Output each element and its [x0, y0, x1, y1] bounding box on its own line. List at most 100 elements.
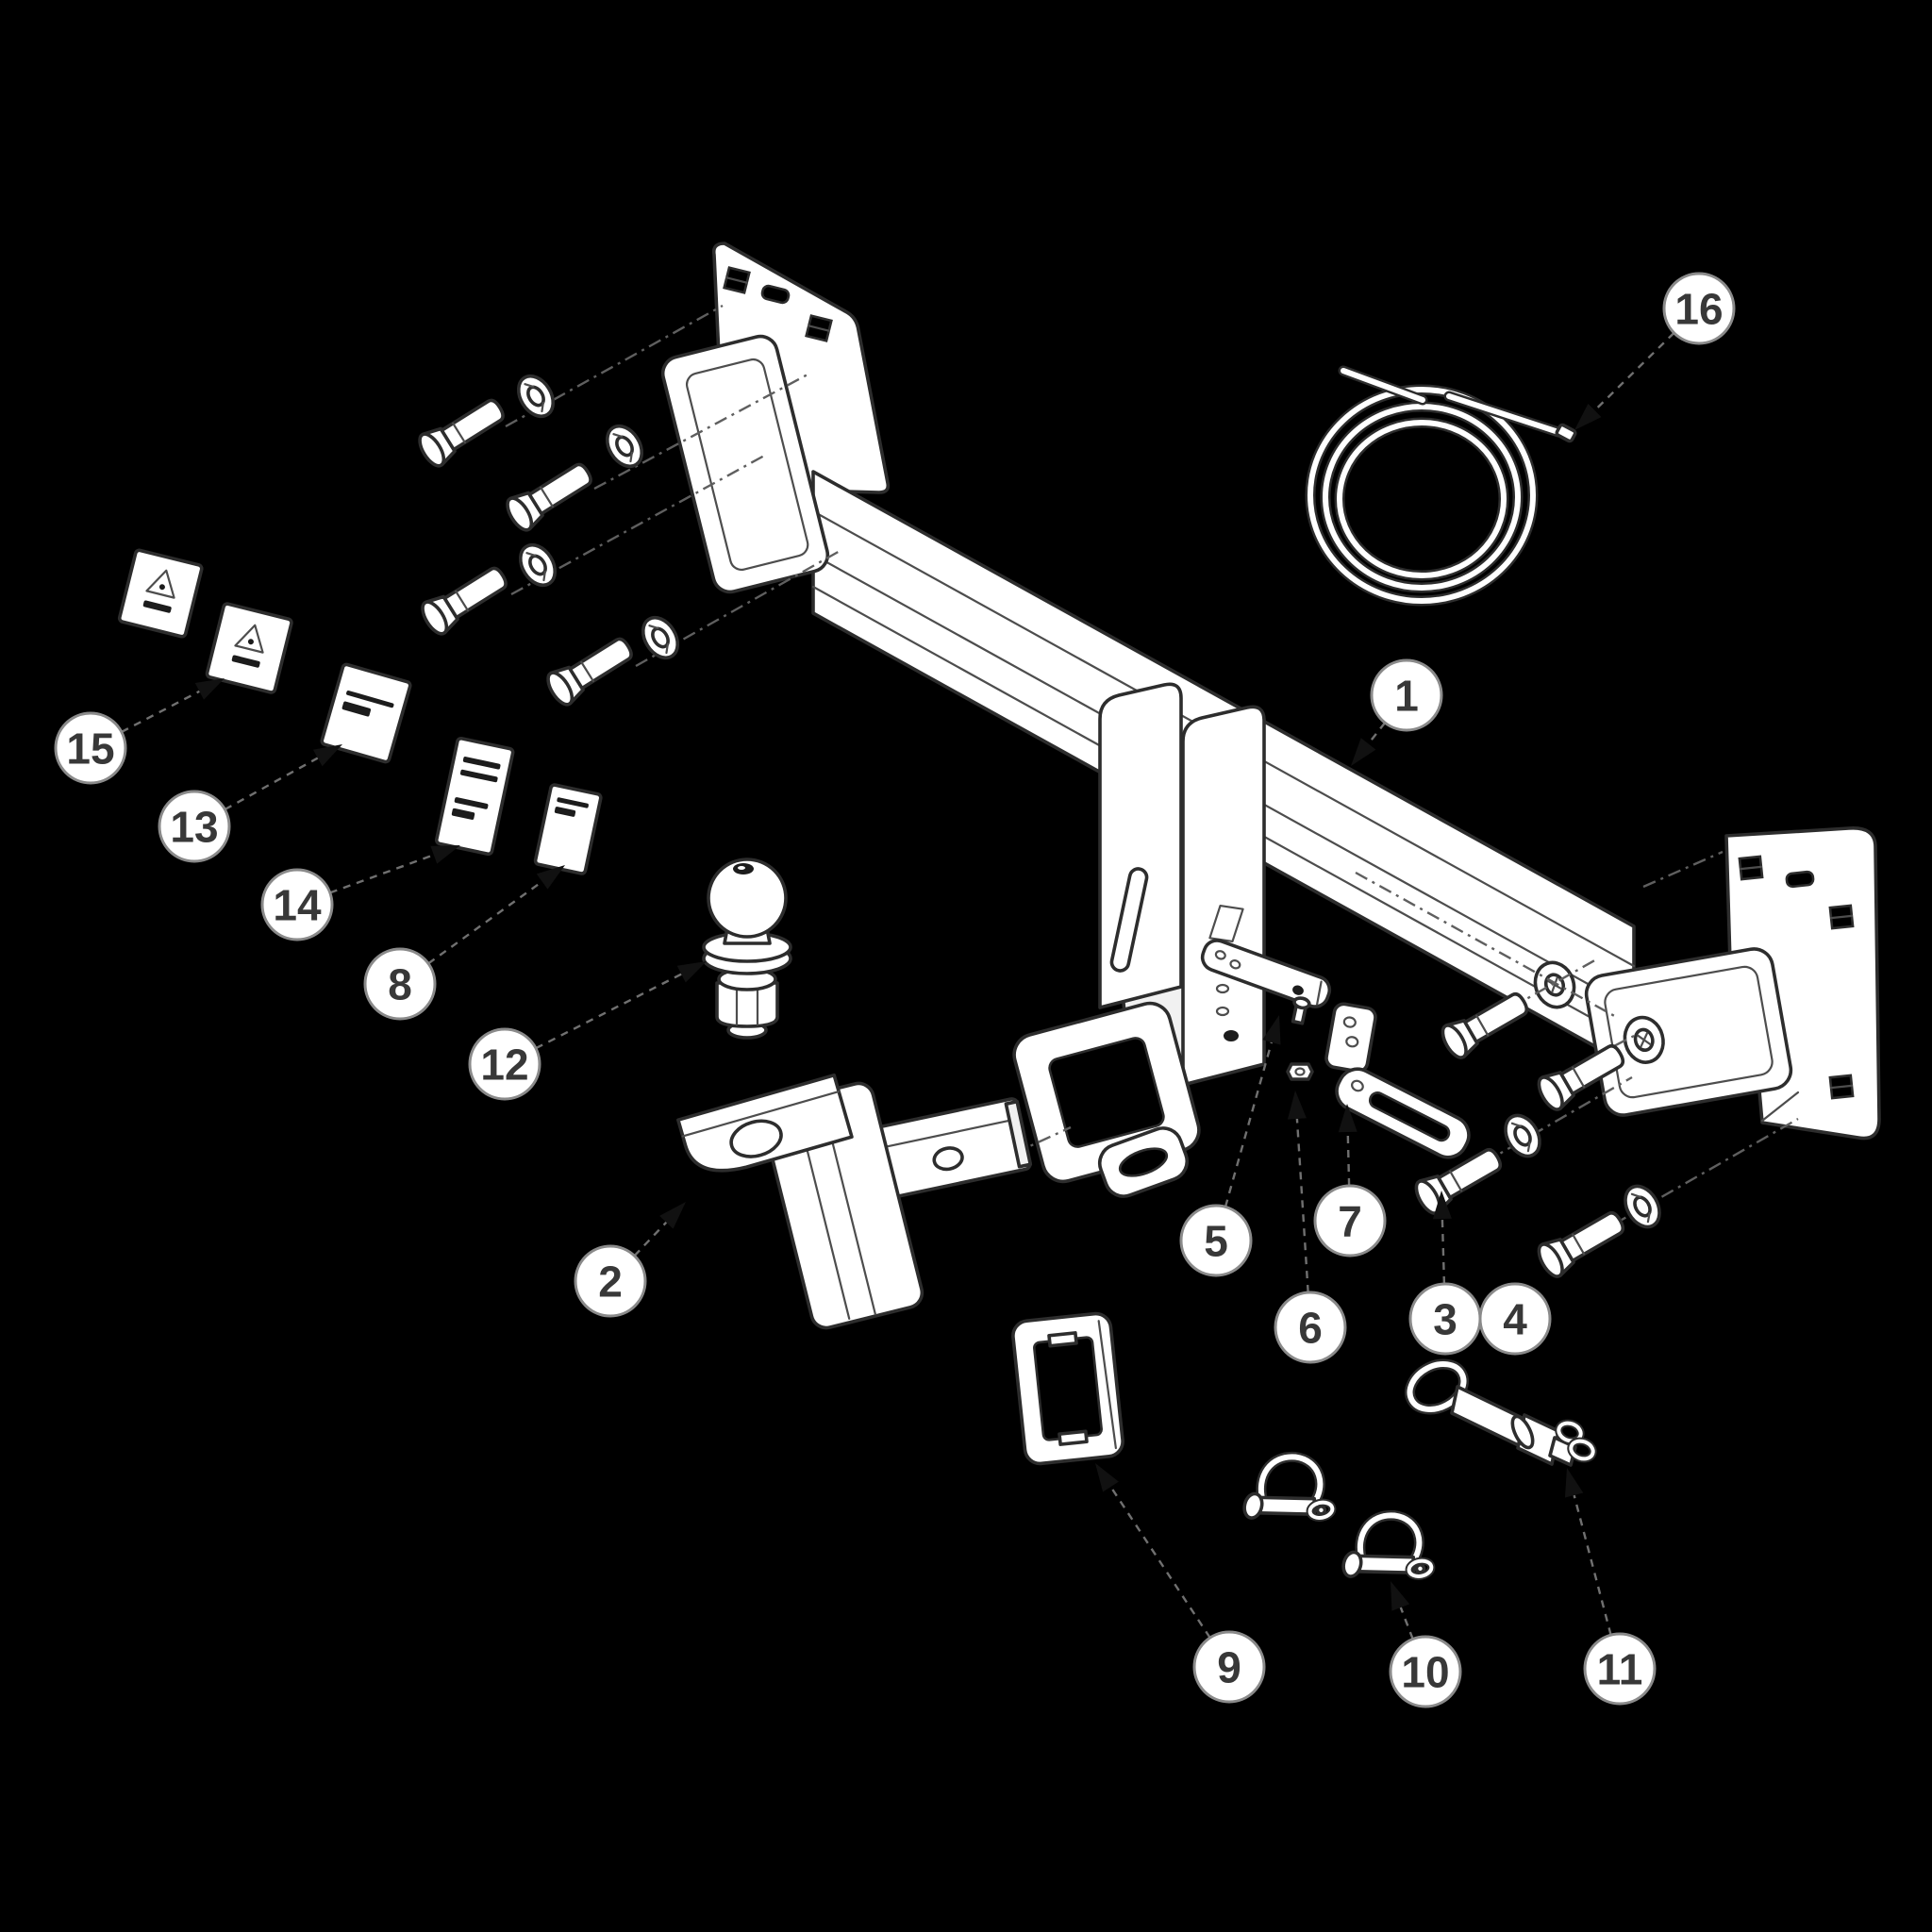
small-label	[533, 783, 603, 875]
callout-circle-2-ball-mount	[574, 1244, 647, 1318]
right-end-box	[1584, 947, 1793, 1117]
small-nut	[1286, 1062, 1314, 1081]
leader-arrow-6	[1287, 1091, 1307, 1120]
callout-circle-10-shackles	[1389, 1635, 1462, 1708]
washer	[634, 609, 687, 666]
ball-mount	[676, 1073, 1033, 1330]
warning-label-1	[117, 548, 204, 639]
slotted-bracket	[1324, 1002, 1471, 1159]
callout-number-12: 12	[480, 1041, 528, 1090]
hitch-pin-with-clip	[1405, 1358, 1597, 1467]
leader-arrow-7	[1338, 1104, 1357, 1133]
callout-circle-5-support-plate	[1179, 1204, 1253, 1277]
callout-circle-16-breakaway-cable	[1662, 272, 1736, 345]
hex-bolt	[1532, 1203, 1631, 1282]
hex-bolt	[501, 454, 599, 536]
ball-mount-shank	[866, 1097, 1033, 1201]
leader-arrow-14	[430, 845, 460, 864]
safety-loop-tab	[1097, 1126, 1190, 1198]
leader-line-6	[1295, 1118, 1309, 1293]
callout-circle-13-instruction-label	[158, 790, 231, 863]
washer	[1616, 1178, 1669, 1235]
leader-arrow-10	[1391, 1581, 1410, 1611]
callout-number-4: 4	[1503, 1295, 1527, 1344]
mounting-bolts-left	[413, 368, 687, 710]
callout-circle-4-flange-washer	[1478, 1282, 1552, 1356]
leader-arrow-16	[1574, 403, 1602, 430]
callout-number-13: 13	[170, 803, 218, 852]
hex-bolt	[413, 390, 511, 472]
callout-number-3: 3	[1433, 1295, 1457, 1344]
leader-line-5	[1224, 1041, 1274, 1208]
washer	[1496, 1108, 1549, 1164]
washer	[511, 537, 564, 593]
washer	[509, 368, 562, 425]
callout-circle-11-hitch-pin-with-clip	[1583, 1632, 1657, 1706]
leader-arrow-2	[659, 1202, 686, 1229]
center-receiver-bracket	[1012, 682, 1266, 1198]
callout-number-11: 11	[1597, 1645, 1643, 1694]
leader-arrow-13	[312, 744, 342, 767]
callout-number-6: 6	[1298, 1304, 1323, 1353]
ball-mount-tongue	[676, 1073, 854, 1173]
callout-number-7: 7	[1338, 1197, 1362, 1246]
callout-circle-15-warning-label	[54, 711, 127, 785]
washer	[598, 418, 651, 475]
support-plate	[1200, 939, 1332, 1008]
instruction-label	[320, 662, 412, 764]
leader-line-14	[329, 854, 435, 894]
callout-number-16: 16	[1674, 285, 1723, 334]
callout-circle-7-slotted-bracket	[1313, 1184, 1387, 1257]
callout-number-15: 15	[66, 724, 114, 774]
leader-arrow-12	[676, 961, 707, 983]
hex-bolt	[1436, 984, 1535, 1063]
callout-number-2: 2	[598, 1257, 623, 1307]
warning-label-2	[205, 602, 293, 694]
shackle	[1341, 1507, 1444, 1596]
data-label	[434, 736, 515, 857]
leader-arrow-15	[194, 678, 225, 700]
crossbar-assembly	[660, 242, 1881, 1198]
leader-line-1	[1367, 722, 1387, 745]
leader-line-7	[1346, 1131, 1351, 1187]
receiver-cover	[1011, 1311, 1124, 1466]
callout-circle-12-tow-ball	[468, 1027, 541, 1101]
leader-arrow-11	[1564, 1468, 1584, 1498]
leader-arrow-9	[1095, 1463, 1119, 1492]
leader-line-12	[535, 973, 682, 1050]
leader-arrow-1	[1351, 738, 1376, 766]
breakaway-cable	[1305, 365, 1577, 607]
left-channel-bracket	[660, 334, 830, 594]
leader-line-15	[121, 690, 200, 733]
leader-line-16	[1593, 332, 1675, 411]
callout-number-14: 14	[273, 881, 322, 930]
callout-number-5: 5	[1204, 1217, 1228, 1266]
hex-bolt	[541, 628, 640, 710]
shackles	[1242, 1448, 1444, 1596]
leader-line-8	[427, 880, 543, 965]
tow-ball	[702, 858, 792, 1040]
callout-circle-6-small-nut	[1274, 1291, 1347, 1364]
callout-circle-1-crossbar-assembly	[1370, 658, 1443, 732]
upright-plate-rear	[1181, 705, 1266, 1087]
leader-arrow-3	[1432, 1191, 1452, 1220]
callout-circle-8-small-label	[363, 947, 437, 1021]
leader-line-3	[1441, 1218, 1446, 1285]
leader-line-11	[1573, 1494, 1612, 1636]
callout-circle-14-data-label	[260, 868, 334, 941]
shackle	[1242, 1448, 1345, 1538]
callout-circle-9-receiver-cover	[1192, 1630, 1266, 1704]
callout-number-9: 9	[1217, 1643, 1241, 1692]
leader-line-13	[224, 757, 319, 811]
leader-arrow-8	[536, 865, 565, 890]
callout-number-8: 8	[388, 960, 412, 1009]
leader-line-9	[1109, 1486, 1211, 1639]
support-plate-stud	[1291, 996, 1311, 1025]
callout-number-10: 10	[1401, 1648, 1449, 1697]
callout-number-1: 1	[1394, 672, 1419, 721]
hex-bolt	[416, 558, 514, 640]
leader-line-10	[1399, 1607, 1414, 1640]
